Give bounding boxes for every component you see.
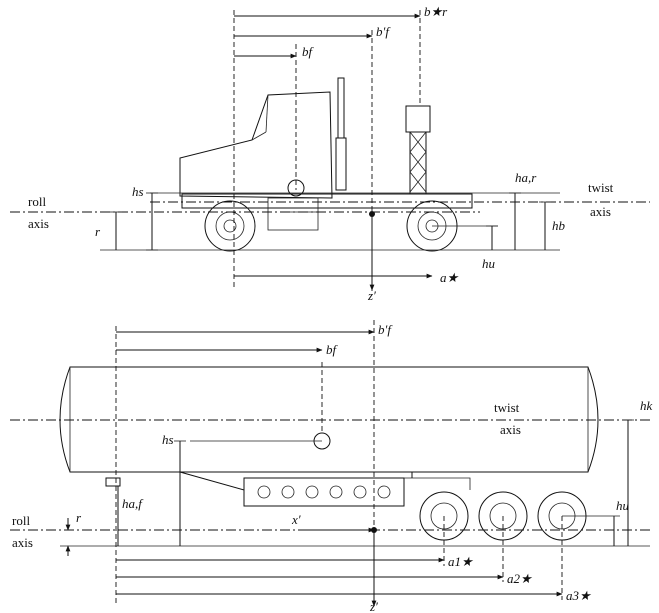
label-z-prime-top: z′ — [367, 288, 376, 303]
crane-tower — [405, 105, 431, 195]
label-h-s: hs — [132, 184, 144, 199]
label-h-u: hu — [482, 256, 496, 271]
kingpin — [105, 477, 121, 487]
truck-side-view — [10, 10, 650, 292]
label-tank-a3-star: a3★ — [566, 588, 592, 603]
label-tank-twist-1: twist — [494, 400, 520, 415]
label-tank-a2-star: a2★ — [507, 571, 533, 586]
label-tank-h-u: hu — [616, 498, 630, 513]
label-tank-b-f-prime: b′f — [378, 322, 393, 337]
label-a-star: a★ — [440, 270, 460, 285]
label-h-a-r: ha,r — [515, 170, 537, 185]
label-tank-a1-star: a1★ — [448, 554, 474, 569]
label-tank-twist-2: axis — [500, 422, 521, 437]
tanker-side-view — [10, 320, 650, 608]
label-tank-roll-1: roll — [12, 513, 30, 528]
label-b-f: bf — [302, 44, 315, 59]
label-tank-b-f: bf — [326, 342, 339, 357]
chassis-box — [243, 477, 405, 507]
label-twist-2: axis — [590, 204, 611, 219]
label-roll-1: roll — [28, 194, 46, 209]
label-tank-r: r — [76, 510, 82, 525]
label-tank-h-s: hs — [162, 432, 174, 447]
label-roll-2: axis — [28, 216, 49, 231]
truck-frame — [181, 193, 473, 209]
label-r: r — [95, 224, 101, 239]
label-tank-h-a-f: ha,f — [122, 496, 144, 511]
label-tank-roll-2: axis — [12, 535, 33, 550]
label-b-f-prime: b′f — [376, 24, 391, 39]
label-h-b: hb — [552, 218, 566, 233]
label-b-r-star: b★r — [424, 4, 448, 19]
label-twist-1: twist — [588, 180, 614, 195]
label-tank-x-prime: x′ — [291, 512, 301, 527]
label-tank-h-k: hk — [640, 398, 653, 413]
label-tank-z-prime: z′ — [369, 599, 378, 613]
exhaust-stack — [337, 77, 345, 139]
truck-cab — [179, 91, 333, 199]
